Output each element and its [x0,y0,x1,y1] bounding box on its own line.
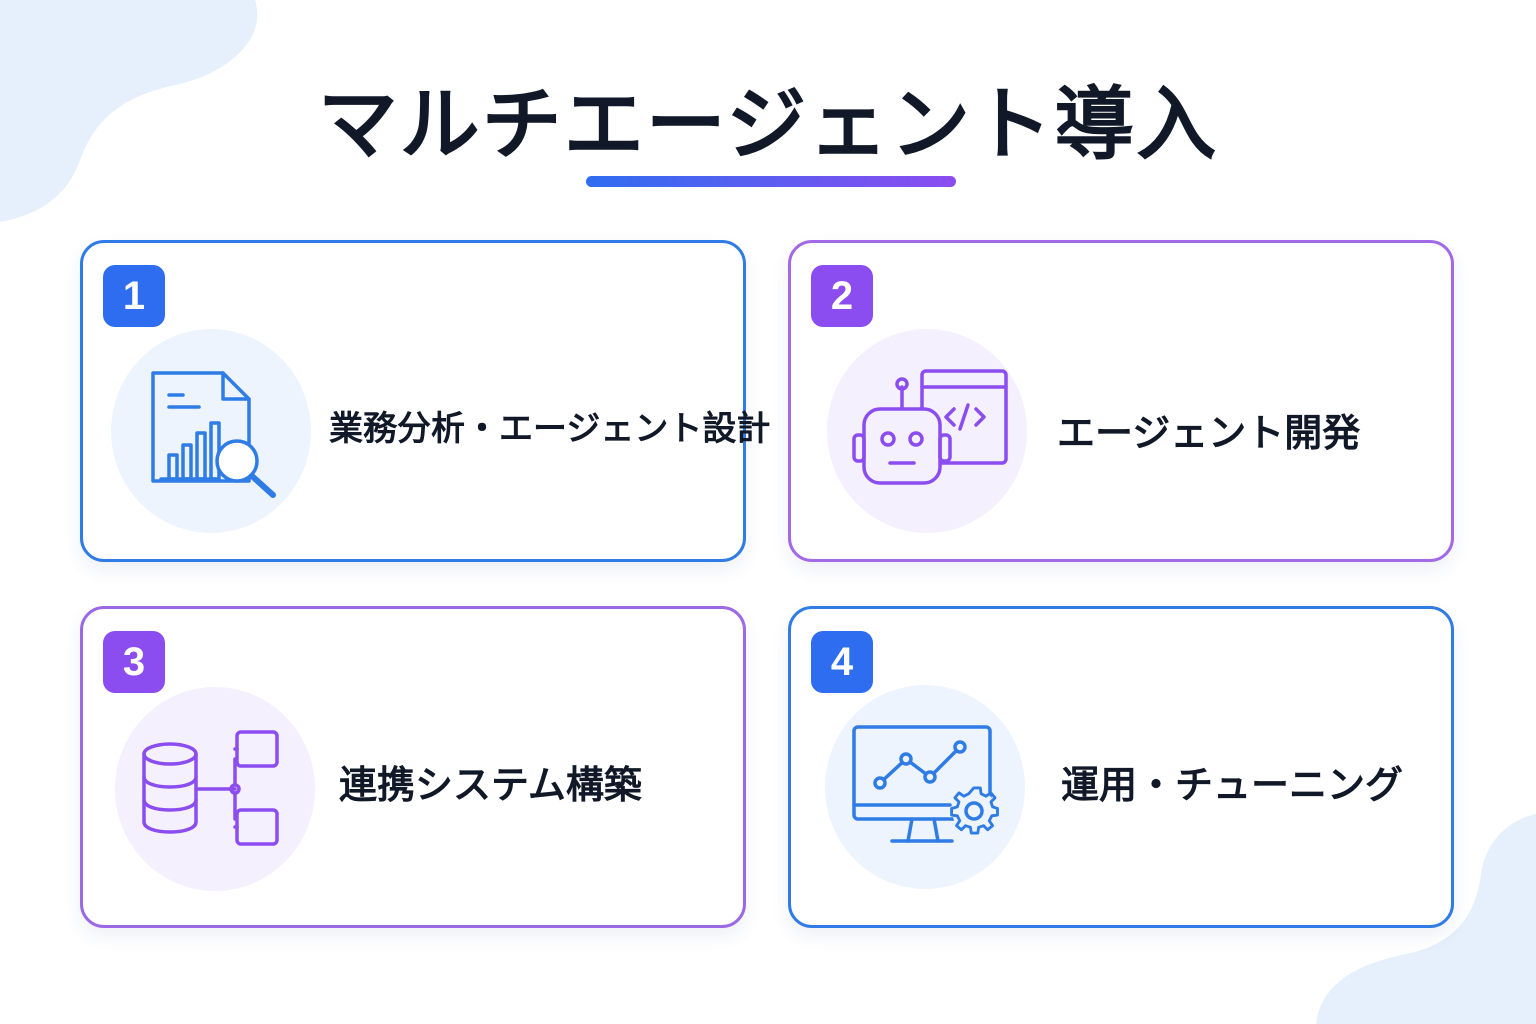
icon-circle [827,329,1027,533]
icon-circle [115,687,315,891]
step-label: 連携システム構築 [339,762,642,807]
step-number-badge: 4 [811,631,873,693]
title-underline [586,176,956,187]
corner-blob-bottom-right [1316,814,1536,1024]
step-number-badge: 1 [103,265,165,327]
step-label: エージェント開発 [1057,410,1361,455]
monitor-chart-gear-icon [852,725,999,843]
step-label: 運用・チューニング [1061,762,1404,807]
step-card-1: 1 業務分析・エージェント設計 [80,240,770,562]
step-card-4: 4 運用・チューニング [788,606,1454,928]
step-number-badge: 3 [103,631,165,693]
robot-code-icon [852,369,1008,485]
step-card-3: 3 連携システム構築 [80,606,746,928]
step-number-badge: 2 [811,265,873,327]
step-label: 業務分析・エージェント設計 [329,408,771,449]
icon-circle [825,685,1025,889]
icon-circle [111,329,311,533]
step-card-2: 2 エージェント開発 [788,240,1454,562]
database-flow-icon [142,730,279,846]
corner-blob-top-left [0,0,258,222]
page-title: マルチエージェント導入 [317,78,1219,171]
document-chart-search-icon [151,371,276,498]
